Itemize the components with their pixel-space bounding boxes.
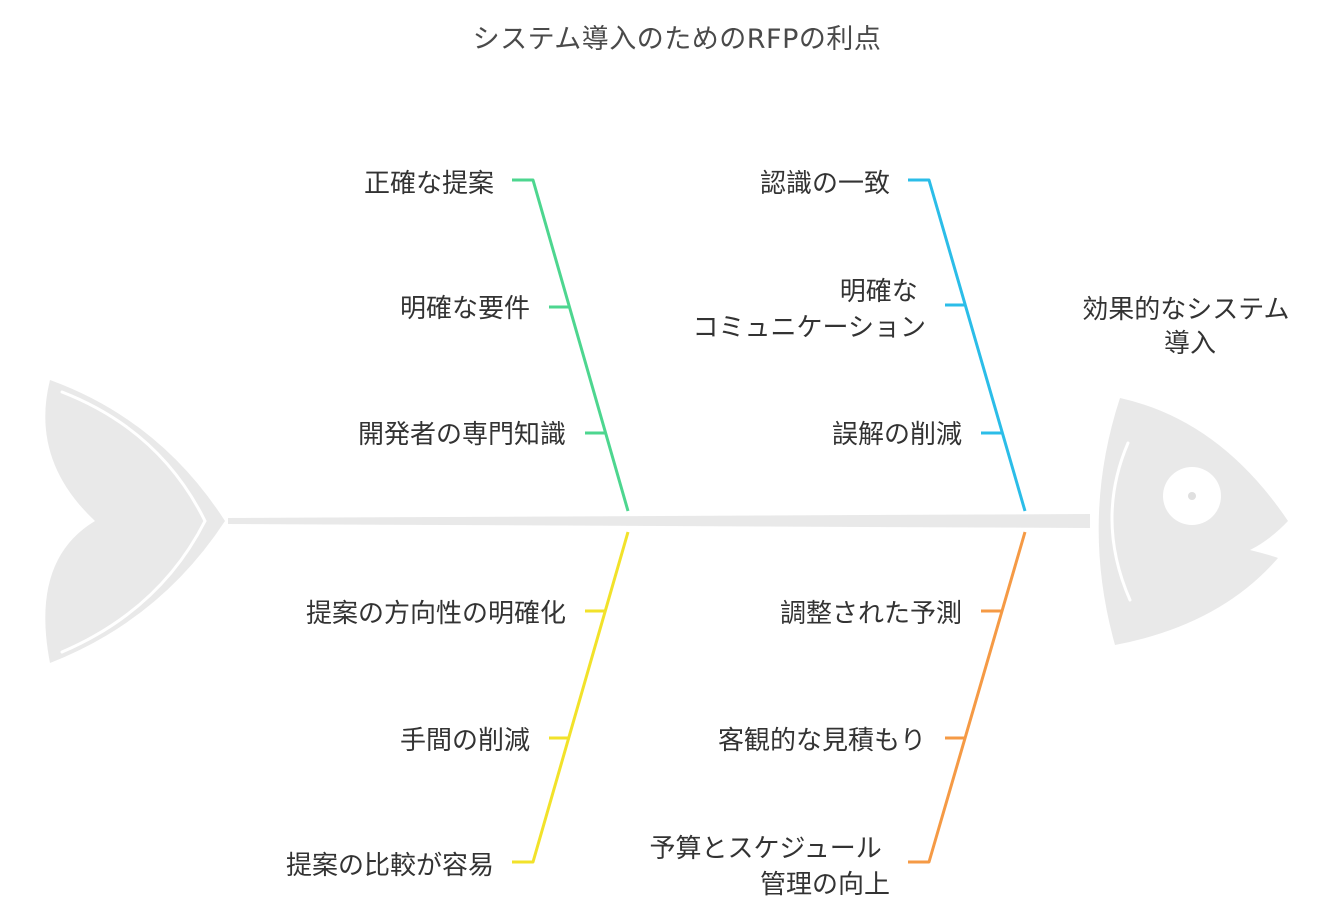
cause-label: 認識の一致	[760, 169, 890, 199]
fish-tail	[45, 380, 226, 663]
branch-yellow-bone	[512, 531, 630, 864]
fish-head	[1098, 398, 1288, 645]
cause-label: 調整された予測	[780, 599, 962, 629]
effect-label-line: 導入	[1164, 329, 1216, 359]
branch-blue-bone	[908, 178, 1027, 512]
cause-label-line: 明確な要件	[400, 294, 530, 324]
cause-label-line: 調整された予測	[780, 599, 962, 629]
cause-label-line: 誤解の削減	[832, 420, 962, 450]
cause-label: 客観的な見積もり	[718, 726, 926, 756]
cause-label: 正確な提案	[364, 169, 494, 199]
cause-label: 予算とスケジュール 管理の向上	[650, 834, 890, 900]
cause-label-line: 提案の方向性の明確化	[306, 599, 566, 629]
cause-label-line: 開発者の専門知識	[358, 420, 566, 450]
diagram-title: システム導入のためのRFPの利点	[473, 24, 882, 55]
cause-label-line: 提案の比較が容易	[286, 851, 494, 881]
branch-blue: 認識の一致 明確な コミュニケーション 誤解の削減	[693, 169, 1027, 512]
branch-green: 正確な提案 明確な要件 開発者の専門知識	[358, 169, 630, 512]
cause-label: 明確な コミュニケーション	[693, 277, 926, 343]
cause-label-line: 認識の一致	[760, 169, 890, 199]
cause-label-line: 明確な	[840, 277, 918, 307]
cause-label-line: 手間の削減	[400, 726, 530, 756]
fish-pupil	[1188, 492, 1196, 500]
cause-label: 手間の削減	[400, 726, 530, 756]
cause-label: 提案の比較が容易	[286, 851, 494, 881]
effect-label: 効果的なシステム 導入	[1082, 295, 1298, 359]
cause-label-line: 予算とスケジュール	[650, 834, 882, 864]
branch-orange-bone	[908, 531, 1027, 864]
branch-orange: 調整された予測 客観的な見積もり 予算とスケジュール 管理の向上	[650, 531, 1027, 900]
cause-label: 明確な要件	[400, 294, 530, 324]
cause-label: 開発者の専門知識	[358, 420, 566, 450]
cause-label-line: 管理の向上	[760, 870, 890, 900]
cause-label-line: 客観的な見積もり	[718, 726, 926, 756]
cause-label: 提案の方向性の明確化	[306, 599, 566, 629]
cause-label: 誤解の削減	[832, 420, 962, 450]
cause-label-line: 正確な提案	[364, 169, 494, 199]
branch-yellow: 提案の方向性の明確化 手間の削減 提案の比較が容易	[286, 531, 630, 881]
fish-spine	[228, 514, 1090, 528]
cause-label-line: コミュニケーション	[693, 313, 926, 343]
branch-green-bone	[512, 178, 630, 512]
effect-label-line: 効果的なシステム	[1082, 295, 1289, 325]
